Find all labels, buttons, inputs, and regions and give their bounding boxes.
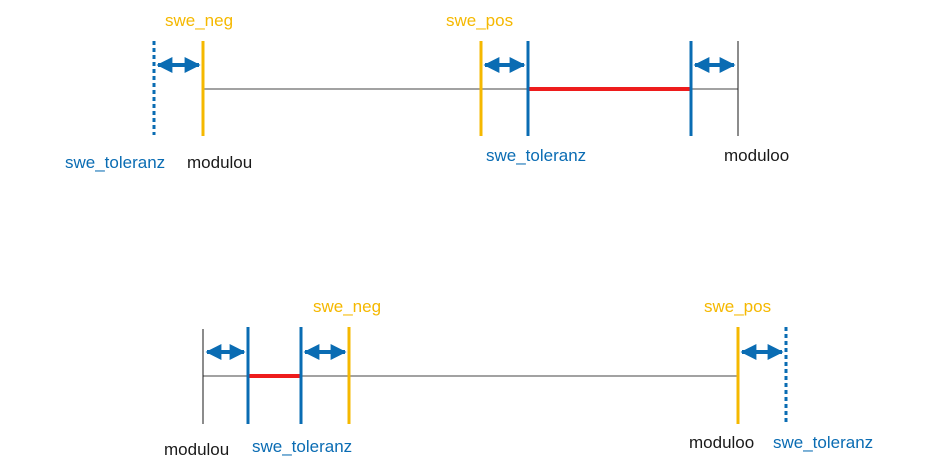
- bottom-label-tol-right: swe_toleranz: [773, 433, 873, 452]
- top-label-modulou: modulou: [187, 153, 252, 172]
- top-label-swe-pos: swe_pos: [446, 11, 513, 30]
- bottom-label-swe-pos: swe_pos: [704, 297, 771, 316]
- top-label-swe-neg: swe_neg: [165, 11, 233, 30]
- top-diagram: swe_neg swe_pos swe_toleranz modulou swe…: [65, 11, 789, 172]
- bottom-label-moduloo: moduloo: [689, 433, 754, 452]
- bottom-label-modulou: modulou: [164, 440, 229, 459]
- bottom-label-swe-neg: swe_neg: [313, 297, 381, 316]
- top-label-tol-mid: swe_toleranz: [486, 146, 586, 165]
- bottom-diagram: swe_neg swe_pos modulou swe_toleranz mod…: [164, 297, 873, 459]
- top-label-moduloo: moduloo: [724, 146, 789, 165]
- top-label-tol-left: swe_toleranz: [65, 153, 165, 172]
- bottom-label-tol-mid: swe_toleranz: [252, 437, 352, 456]
